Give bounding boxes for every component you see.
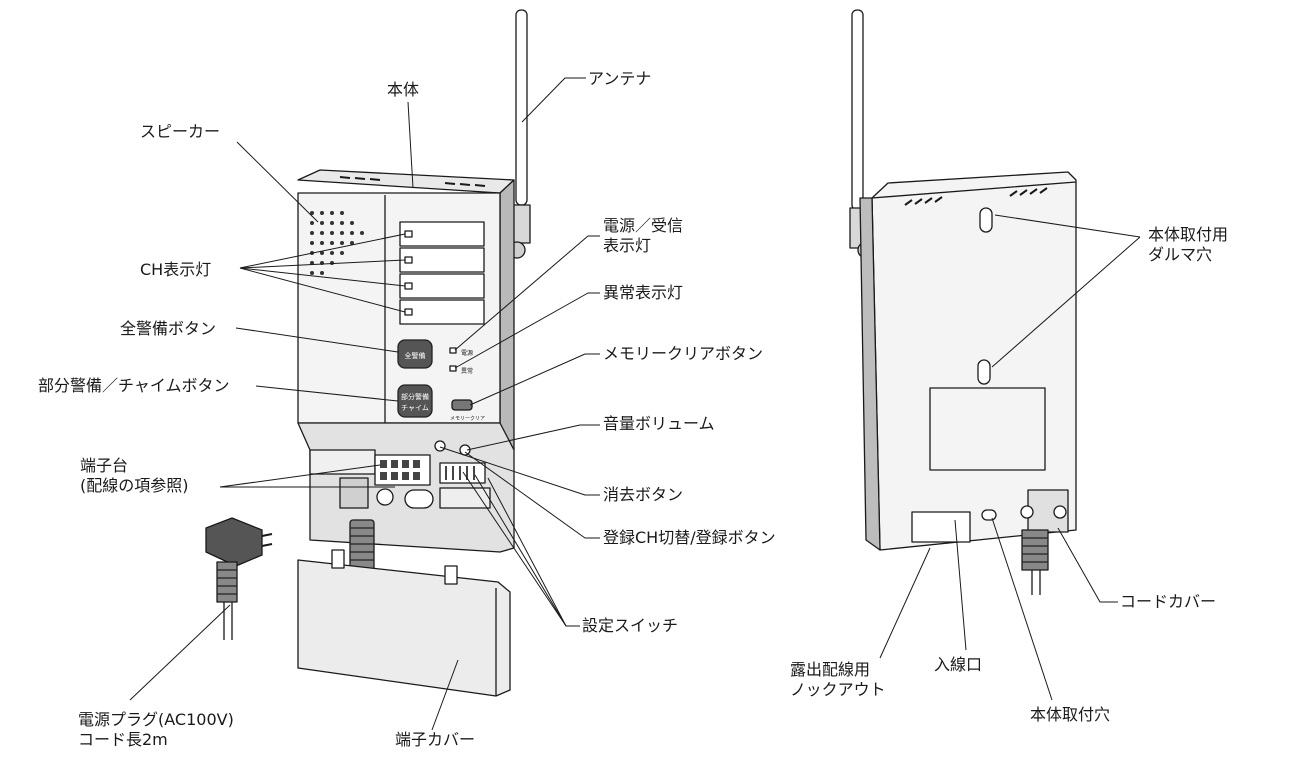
front-antenna bbox=[508, 9, 531, 275]
label-speaker: スピーカー bbox=[140, 122, 221, 141]
label-mount-keyhole: 本体取付用 ダルマ穴 bbox=[1148, 225, 1228, 265]
label-full-alert-button: 全警備ボタン bbox=[120, 319, 217, 338]
label-partial-alert-chime-button: 部分警備／チャイムボタン bbox=[38, 376, 230, 395]
device-printing: 全警備 部分警備 チャイム 電源 異常 メモリークリア bbox=[401, 349, 485, 422]
front-ch-windows bbox=[399, 221, 485, 325]
label-ch-indicator: CH表示灯 bbox=[140, 260, 212, 279]
label-power-plug: 電源プラグ(AC100V) コード長2m bbox=[78, 710, 234, 750]
device-memory-clear-text: メモリークリア bbox=[450, 416, 485, 422]
front-device bbox=[205, 9, 531, 697]
label-cord-cover: コードカバー bbox=[1120, 592, 1217, 611]
label-terminal-block: 端子台 (配線の項参照) bbox=[80, 456, 189, 496]
device-partial-text-1: 部分警備 bbox=[401, 392, 429, 401]
back-body bbox=[859, 171, 1077, 595]
front-power-plug bbox=[205, 517, 273, 640]
label-terminal-block-line2: (配線の項参照) bbox=[80, 476, 189, 495]
label-mount-hole: 本体取付穴 bbox=[1030, 705, 1111, 724]
label-mount-keyhole-line2: ダルマ穴 bbox=[1148, 245, 1213, 264]
front-terminal-cover-shape bbox=[297, 549, 511, 697]
label-register-ch-button: 登録CH切替/登録ボタン bbox=[603, 528, 776, 547]
label-knockout: 露出配線用 ノックアウト bbox=[790, 660, 886, 700]
label-volume: 音量ボリューム bbox=[603, 414, 715, 433]
label-power-plug-line2: コード長2m bbox=[78, 730, 168, 749]
label-terminal-cover: 端子カバー bbox=[395, 730, 476, 749]
label-erase-button: 消去ボタン bbox=[603, 485, 684, 504]
device-partial-text-2: チャイム bbox=[401, 404, 429, 412]
device-power-led-text: 電源 bbox=[461, 349, 473, 357]
label-power-receive-line2: 表示灯 bbox=[603, 236, 652, 255]
label-error-indicator: 異常表示灯 bbox=[603, 283, 684, 302]
label-knockout-line2: ノックアウト bbox=[790, 680, 886, 699]
label-power-plug-line1: 電源プラグ(AC100V) bbox=[78, 710, 234, 729]
label-wire-inlet: 入線口 bbox=[934, 655, 983, 674]
label-terminal-block-line1: 端子台 bbox=[80, 456, 129, 475]
device-full-alert-text: 全警備 bbox=[405, 351, 426, 360]
device-error-led-text: 異常 bbox=[461, 367, 473, 375]
label-antenna: アンテナ bbox=[588, 69, 652, 88]
label-power-receive-indicator: 電源／受信 表示灯 bbox=[603, 216, 683, 256]
label-memory-clear-button: メモリークリアボタン bbox=[603, 344, 764, 363]
front-speaker-grille bbox=[310, 211, 364, 275]
label-knockout-line1: 露出配線用 bbox=[790, 660, 871, 679]
label-setting-switch: 設定スイッチ bbox=[582, 616, 679, 635]
leader-lines bbox=[129, 77, 1141, 731]
label-power-receive-line1: 電源／受信 bbox=[603, 216, 684, 235]
label-mount-keyhole-line1: 本体取付用 bbox=[1148, 225, 1229, 244]
back-device bbox=[849, 9, 1077, 595]
label-main-body: 本体 bbox=[387, 80, 420, 99]
